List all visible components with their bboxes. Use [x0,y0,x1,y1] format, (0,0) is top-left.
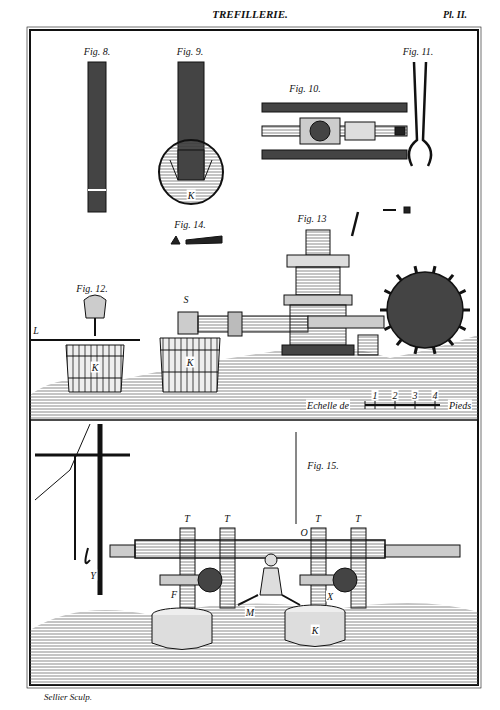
scale-number: 4 [432,390,439,401]
callout-letter: X [326,591,334,602]
figure-label: Fig. 8. [83,46,111,57]
plate-number: Pl. II. [442,9,468,20]
scale-label: Pieds [448,400,472,411]
figure-label: Fig. 14. [173,219,206,230]
scale-number: 3 [412,390,419,401]
figure-label: Fig. 15. [306,460,339,471]
scale-number: 1 [372,390,379,401]
callout-letter: M [245,607,255,618]
callout-letter: O [299,527,308,538]
callout-letter: K [187,190,196,201]
scale-label: Echelle de [306,400,350,411]
callout-letter: Y [89,570,97,581]
engraver-signature: Sellier Sculp. [43,693,93,703]
callout-letter: L [32,325,40,336]
figure-label: Fig. 9. [176,46,204,57]
callout-letter: T [354,513,362,524]
plate-title: TREFILLERIE. [211,8,289,20]
callout-letter: K [186,357,195,368]
callout-letter: T [183,513,191,524]
callout-letter: T [314,513,322,524]
callout-letter: K [91,362,100,373]
scale-number: 2 [392,390,399,401]
callout-letter: F [170,589,178,600]
figure-label: Fig. 12. [75,283,108,294]
callout-letter: K [311,625,320,636]
figure-label: Fig. 13 [297,213,328,224]
figure-label: Fig. 10. [288,83,321,94]
callout-letter: S [183,294,190,305]
callout-letter: T [223,513,231,524]
figure-label: Fig. 11. [402,46,435,57]
